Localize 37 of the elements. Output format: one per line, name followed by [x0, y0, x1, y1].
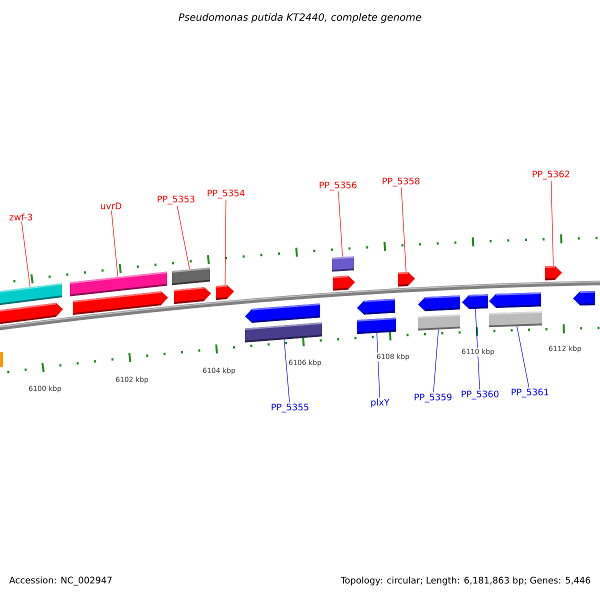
- gene-block: [398, 272, 415, 287]
- gene-block: [489, 311, 542, 328]
- gene-block: [0, 283, 62, 305]
- gene-label: PP_5358: [382, 178, 420, 186]
- gene-label: uvrD: [100, 202, 122, 210]
- gene-block: [357, 318, 396, 334]
- leader-line: [224, 199, 226, 286]
- leader-line: [401, 187, 406, 272]
- leader-line: [176, 205, 190, 270]
- gene-block: [216, 284, 234, 300]
- gene-block: [545, 266, 562, 280]
- gene-label: PP_5362: [532, 170, 570, 180]
- gene-block: [332, 256, 354, 272]
- leader-line: [111, 210, 118, 277]
- gene-label: PP_5360: [462, 390, 499, 400]
- gene-label: plxY: [371, 398, 390, 408]
- gene-label: PP_5356: [320, 182, 357, 190]
- leader-line: [516, 326, 530, 388]
- gene-block: [245, 322, 322, 342]
- title: Pseudomonas putida KT2440, complete genome: [178, 13, 422, 23]
- leader-line: [284, 339, 290, 403]
- leader-line: [433, 329, 439, 393]
- gene-label: PP_5355: [272, 404, 308, 412]
- leader-line: [550, 180, 554, 266]
- leader-line: [21, 221, 30, 288]
- leader-line: [475, 308, 480, 390]
- gene-label: zwf-3: [10, 214, 32, 220]
- footer-text: Accession: NC_002947: [9, 576, 112, 586]
- gene-label: PP_5353: [158, 196, 194, 204]
- gene-block: [462, 294, 488, 309]
- gene-block: [172, 268, 210, 286]
- gene-label: PP_5361: [512, 388, 548, 398]
- gene-label: PP_5354: [208, 190, 245, 198]
- gene-label: PP_5359: [414, 394, 452, 402]
- gene-block: [418, 314, 460, 330]
- gene-block: [70, 272, 167, 296]
- footer-text: Topology: circular; Length: 6,181,863 bp; Genes: 5,446: [340, 576, 590, 586]
